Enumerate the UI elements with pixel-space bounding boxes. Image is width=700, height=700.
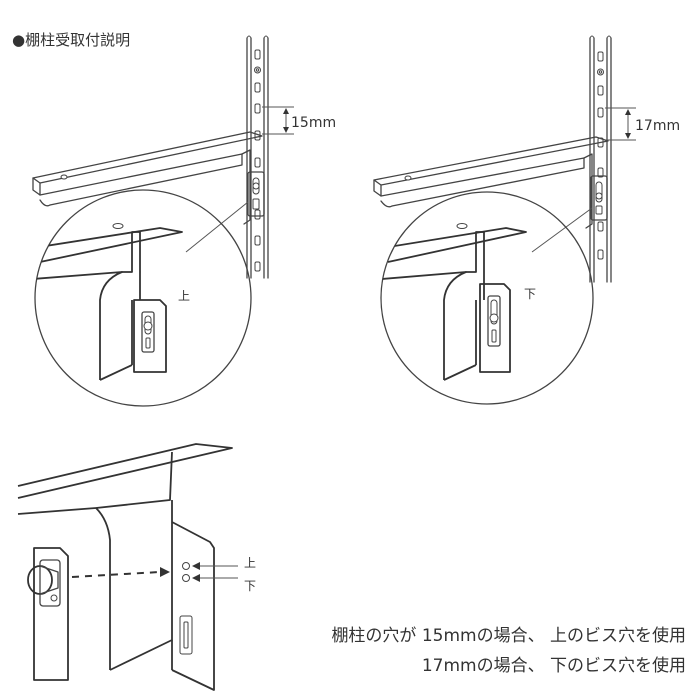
hole-label-lower: 下 bbox=[244, 579, 256, 593]
hook-plate-with-screw bbox=[27, 547, 69, 681]
instruction-line-2: 17mmの場合、 下のビス穴を使用 bbox=[422, 655, 686, 676]
shelf-column-left bbox=[246, 35, 269, 279]
shelf-bracket-right bbox=[373, 136, 609, 253]
insertion-arrowhead bbox=[160, 567, 170, 577]
hole-label-upper: 上 bbox=[244, 556, 256, 570]
magnified-view-right bbox=[380, 191, 594, 405]
position-label-lower: 下 bbox=[524, 287, 536, 301]
instruction-line-1: 棚柱の穴が 15mmの場合、 上のビス穴を使用 bbox=[331, 625, 686, 646]
position-label-upper: 上 bbox=[178, 289, 190, 303]
screw-insertion-line bbox=[71, 571, 161, 578]
shelf-bracket-left bbox=[32, 131, 265, 253]
magnified-view-left bbox=[34, 189, 252, 407]
dimension-15mm-marker bbox=[262, 106, 294, 135]
left-panel: 15mm bbox=[32, 35, 336, 407]
dimension-17mm-label: 17mm bbox=[635, 118, 680, 134]
hole-indicator-arrows bbox=[192, 562, 238, 582]
bracket-closeup bbox=[17, 443, 233, 691]
dimension-17mm-marker bbox=[605, 107, 636, 141]
dimension-15mm-label: 15mm bbox=[291, 115, 336, 131]
page-title: ●棚柱受取付説明 bbox=[12, 31, 130, 49]
right-panel: 17mm bbox=[373, 35, 680, 405]
bottom-panel: 上 下 棚柱の穴が 15mmの場合、 上のビス穴を使用 17mmの場合、 下のビ… bbox=[17, 443, 686, 691]
shelf-column-right bbox=[589, 35, 612, 283]
